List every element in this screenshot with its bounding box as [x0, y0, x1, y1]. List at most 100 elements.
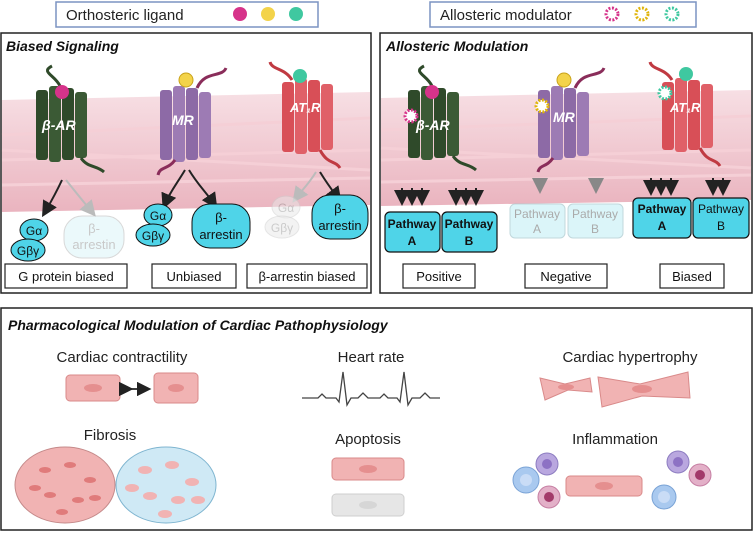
beta-arrestin-badge: β- arrestin: [311, 194, 369, 240]
svg-text:Biased: Biased: [672, 269, 712, 284]
pathway-b-negative: Pathway B: [567, 203, 624, 239]
strong-arrows: [394, 178, 731, 206]
svg-text:MR: MR: [553, 109, 576, 125]
outcome-beta-arrestin-biased: β-arrestin biased: [246, 263, 368, 289]
mr-label: MR: [172, 112, 195, 128]
pathway-a-biased: Pathway A: [632, 197, 692, 239]
beta-ar-receptor: β-AR: [36, 64, 105, 174]
magenta-ligand-icon: [233, 7, 247, 21]
ecg-trace: [302, 371, 440, 408]
svg-text:β-arrestin biased: β-arrestin biased: [258, 269, 355, 284]
svg-text:A: A: [658, 219, 667, 233]
orthosteric-legend: Orthosteric ligand: [55, 1, 319, 28]
at1r-receptor: AT₁R: [268, 61, 342, 169]
svg-text:Negative: Negative: [540, 269, 591, 284]
orthosteric-ligand-icon: [425, 85, 439, 99]
label-cardiac-hypertrophy: Cardiac hypertrophy: [562, 349, 698, 366]
svg-text:arrestin: arrestin: [318, 218, 361, 233]
outcome-negative: Negative: [524, 263, 608, 289]
svg-text:Unbiased: Unbiased: [167, 269, 222, 284]
biased-panel-title: Biased Signaling: [6, 38, 119, 54]
label-fibrosis: Fibrosis: [84, 427, 137, 444]
pathway-a-negative: Pathway A: [509, 203, 566, 239]
biased-signaling-panel: Biased Signaling β-AR MR: [0, 32, 372, 294]
beta-ar-label: β-AR: [41, 117, 76, 133]
bottom-panel-title: Pharmacological Modulation of Cardiac Pa…: [8, 317, 389, 333]
svg-text:Gα: Gα: [278, 201, 294, 215]
svg-text:Pathway: Pathway: [388, 217, 437, 231]
fibrosis-tissue: [14, 446, 217, 524]
allosteric-panel-title: Allosteric Modulation: [385, 38, 528, 54]
svg-text:A: A: [533, 222, 541, 236]
svg-text:Gβγ: Gβγ: [17, 244, 39, 258]
svg-text:B: B: [591, 222, 599, 236]
allosteric-legend: Allosteric modulator: [429, 1, 697, 28]
svg-text:B: B: [717, 219, 725, 233]
pathway-b-positive: Pathway B: [441, 211, 498, 253]
beta-ar-receptor: β-AR: [403, 64, 477, 172]
allosteric-modulator-icon: [403, 108, 419, 124]
label-apoptosis: Apoptosis: [335, 431, 401, 448]
g-beta-gamma-faded: Gβγ: [264, 215, 300, 239]
label-inflammation: Inflammation: [572, 431, 658, 448]
label-heart-rate: Heart rate: [338, 349, 405, 366]
svg-text:Gα: Gα: [150, 209, 166, 223]
orthosteric-legend-label: Orthosteric ligand: [66, 7, 184, 24]
magenta-modulator-icon: [604, 6, 620, 22]
g-beta-gamma-badge: Gβγ: [135, 223, 171, 247]
at1r-label: AT₁R: [289, 100, 321, 115]
g-alpha-badge: Gα: [19, 218, 49, 242]
weak-arrows: [532, 178, 604, 194]
svg-text:β-: β-: [215, 210, 227, 225]
svg-text:Pathway: Pathway: [445, 217, 494, 231]
orthosteric-ligand-icon: [178, 72, 194, 88]
at1r-receptor: AT₁R: [648, 61, 722, 167]
allosteric-modulator-icon: [657, 85, 673, 101]
svg-text:Pathway: Pathway: [698, 202, 744, 216]
g-alpha-faded: Gα: [271, 195, 301, 219]
orthosteric-ligand-icon: [679, 67, 693, 81]
orthosteric-ligand-icon: [556, 72, 572, 88]
cardiac-pathophysiology-panel: Pharmacological Modulation of Cardiac Pa…: [0, 307, 753, 531]
svg-text:Pathway: Pathway: [514, 207, 560, 221]
svg-text:Pathway: Pathway: [572, 207, 618, 221]
outcome-biased: Biased: [659, 263, 725, 289]
svg-text:Gα: Gα: [26, 224, 42, 238]
pathway-b-biased: Pathway B: [692, 197, 750, 239]
svg-text:arrestin: arrestin: [72, 237, 115, 252]
svg-text:B: B: [465, 234, 474, 248]
pathway-a-positive: Pathway A: [384, 211, 441, 253]
allosteric-modulator-icon: [534, 98, 550, 114]
outcome-positive: Positive: [402, 263, 476, 289]
beta-arrestin-badge: β- arrestin: [191, 203, 251, 249]
svg-text:Gβγ: Gβγ: [142, 229, 164, 243]
g-alpha-badge: Gα: [143, 203, 173, 227]
mr-receptor: MR: [534, 67, 606, 173]
svg-text:Gβγ: Gβγ: [271, 221, 293, 235]
g-beta-gamma-badge: Gβγ: [10, 238, 46, 262]
inflammation-cells: [512, 450, 712, 510]
svg-text:G protein biased: G protein biased: [18, 269, 113, 284]
mr-receptor: MR: [156, 67, 228, 176]
svg-text:arrestin: arrestin: [199, 227, 242, 242]
outcome-g-protein-biased: G protein biased: [4, 263, 128, 289]
outcome-unbiased: Unbiased: [151, 263, 237, 289]
svg-text:β-: β-: [88, 221, 100, 236]
orthosteric-ligand-icon: [293, 69, 307, 83]
teal-ligand-icon: [289, 7, 303, 21]
orthosteric-ligand-icon: [55, 85, 69, 99]
allosteric-legend-label: Allosteric modulator: [440, 7, 572, 24]
svg-text:Positive: Positive: [416, 269, 462, 284]
teal-modulator-icon: [664, 6, 680, 22]
svg-text:A: A: [408, 234, 417, 248]
contractility-cells: [65, 372, 199, 404]
svg-text:Pathway: Pathway: [638, 202, 687, 216]
hypertrophy-cells: [539, 371, 691, 408]
svg-text:AT₁R: AT₁R: [669, 100, 701, 115]
svg-text:β-: β-: [334, 201, 346, 216]
yellow-modulator-icon: [634, 6, 650, 22]
beta-arrestin-faded: β- arrestin: [63, 215, 125, 259]
yellow-ligand-icon: [261, 7, 275, 21]
svg-text:β-AR: β-AR: [415, 117, 450, 133]
